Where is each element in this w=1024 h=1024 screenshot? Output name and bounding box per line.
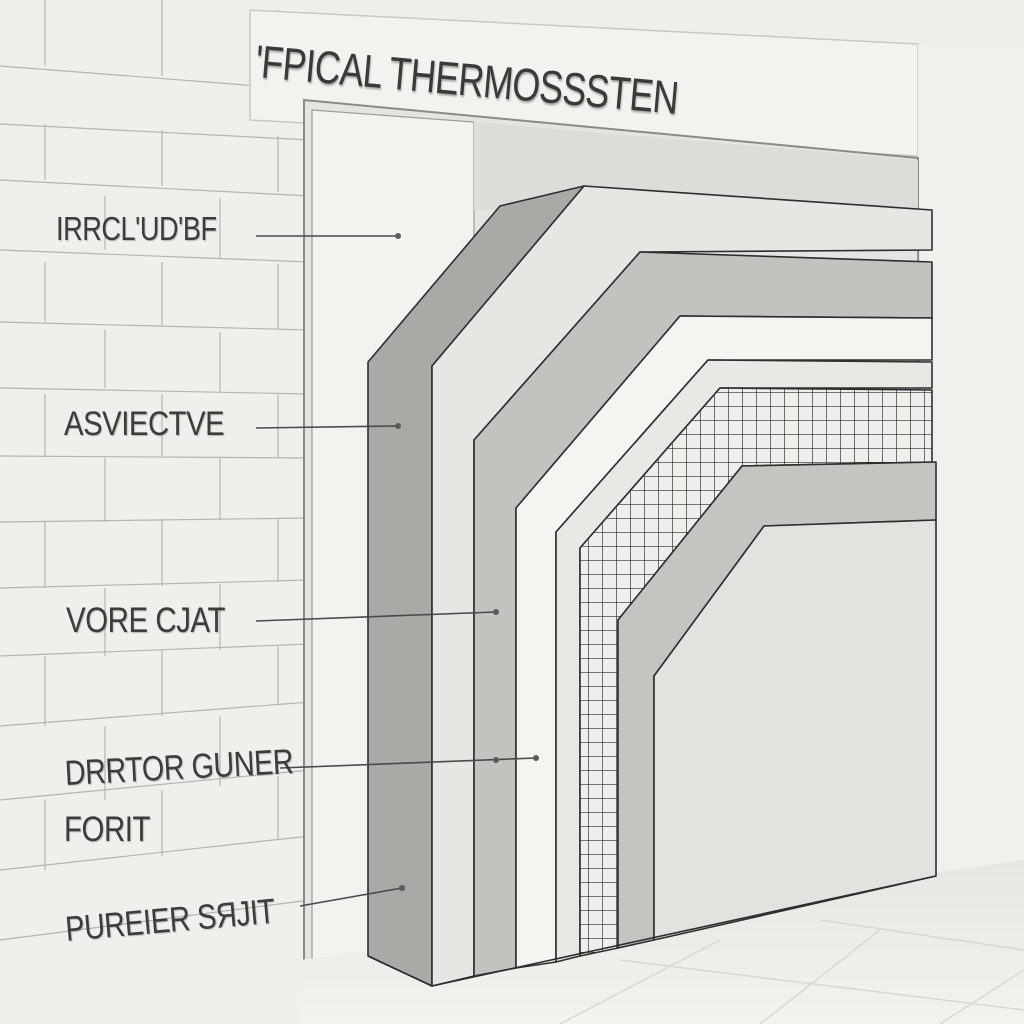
right-wall xyxy=(918,44,1024,1024)
brick-wall xyxy=(0,0,311,1024)
floor xyxy=(300,860,1024,1024)
finish-render xyxy=(653,519,937,941)
label-1: IRRCL'UD'BF xyxy=(56,210,217,247)
leader-markers xyxy=(395,233,539,891)
label-3: VORE CJAT xyxy=(66,601,226,640)
label-2: ASVIECTVE xyxy=(64,405,225,443)
layer-stack xyxy=(367,185,937,987)
label-4-line2: FORIT xyxy=(64,810,151,849)
